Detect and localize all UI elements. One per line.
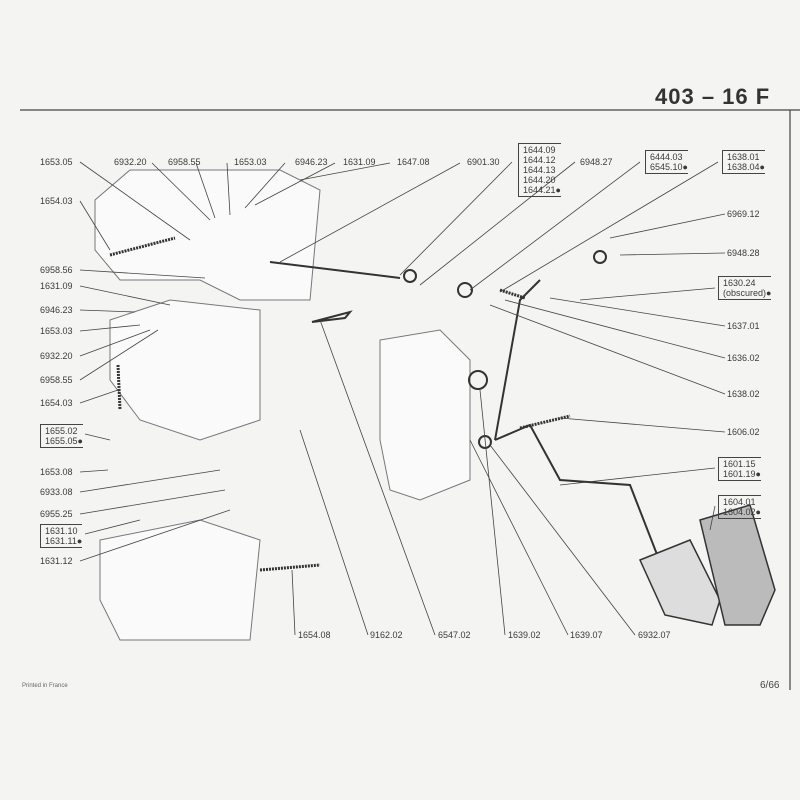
part-number-label: 1638.01 — [727, 152, 760, 162]
page-number: 6/66 — [760, 680, 780, 691]
pedal-pads — [638, 504, 776, 626]
part-number-label: 1644.20 — [523, 175, 556, 185]
part-number-label: 1631.09 — [40, 281, 73, 291]
part-number-label: 1644.21● — [523, 185, 561, 195]
part-number-label: 1631.09 — [343, 157, 376, 167]
part-number-label: 6958.55 — [168, 157, 201, 167]
part-number-label: 6933.08 — [40, 487, 73, 497]
part-number-label: 1630.24 — [723, 278, 756, 288]
part-number-label: 1639.02 — [508, 630, 541, 640]
part-number-label: 1639.07 — [570, 630, 603, 640]
part-number-label: 6948.27 — [580, 157, 613, 167]
part-number-label: 1644.12 — [523, 155, 556, 165]
part-number-label: 1606.02 — [727, 427, 760, 437]
part-number-label: 1654.03 — [40, 398, 73, 408]
part-number-label: 1631.10 — [45, 526, 78, 536]
part-number-label: 1654.08 — [298, 630, 331, 640]
part-number-label: 1601.19● — [723, 469, 761, 479]
part-number-label: 1644.13 — [523, 165, 556, 175]
part-number-label: 6948.28 — [727, 248, 760, 258]
part-number-label: 1654.03 — [40, 196, 73, 206]
part-number-label: 1638.04● — [727, 162, 765, 172]
part-number-label: 1637.01 — [727, 321, 760, 331]
part-number-label: 1601.15 — [723, 459, 756, 469]
part-number-label: 1653.03 — [40, 326, 73, 336]
leader-lines — [79, 161, 726, 636]
part-number-label: 6932.20 — [114, 157, 147, 167]
part-number-label: 6958.56 — [40, 265, 73, 275]
part-number-label: 6932.07 — [638, 630, 671, 640]
part-number-label: 6547.02 — [438, 630, 471, 640]
part-number-label: 6901.30 — [467, 157, 500, 167]
part-number-label: 1631.12 — [40, 556, 73, 566]
part-number-label: 6955.25 — [40, 509, 73, 519]
part-number-label: 9162.02 — [370, 630, 403, 640]
part-number-group: 1630.24(obscured)● — [718, 276, 772, 300]
part-number-label: (obscured)● — [723, 288, 772, 298]
part-number-label: 6932.20 — [40, 351, 73, 361]
part-number-label: 1653.03 — [234, 157, 267, 167]
part-number-label: 1647.08 — [397, 157, 430, 167]
part-number-label: 6969.12 — [727, 209, 760, 219]
part-number-label: 1655.02 — [45, 426, 78, 436]
part-number-label: 6958.55 — [40, 375, 73, 385]
part-number-label: 6545.10● — [650, 162, 688, 172]
part-number-label: 1604.01 — [723, 497, 756, 507]
engine-block-drawing — [94, 169, 471, 641]
printed-in-france-note: Printed in France — [22, 683, 68, 689]
part-number-label: 1655.05● — [45, 436, 83, 446]
part-number-label: 6946.23 — [295, 157, 328, 167]
part-number-label: 6946.23 — [40, 305, 73, 315]
part-number-label: 1636.02 — [727, 353, 760, 363]
part-number-label: 1653.08 — [40, 467, 73, 477]
part-number-label: 1631.11● — [45, 536, 83, 546]
part-number-label: 1604.02● — [723, 507, 761, 517]
part-number-label: 1653.05 — [40, 157, 73, 167]
page-title: 403 – 16 F — [655, 84, 771, 109]
part-number-label: 1638.02 — [727, 389, 760, 399]
part-number-label: 6444.03 — [650, 152, 683, 162]
part-number-label: 1644.09 — [523, 145, 556, 155]
